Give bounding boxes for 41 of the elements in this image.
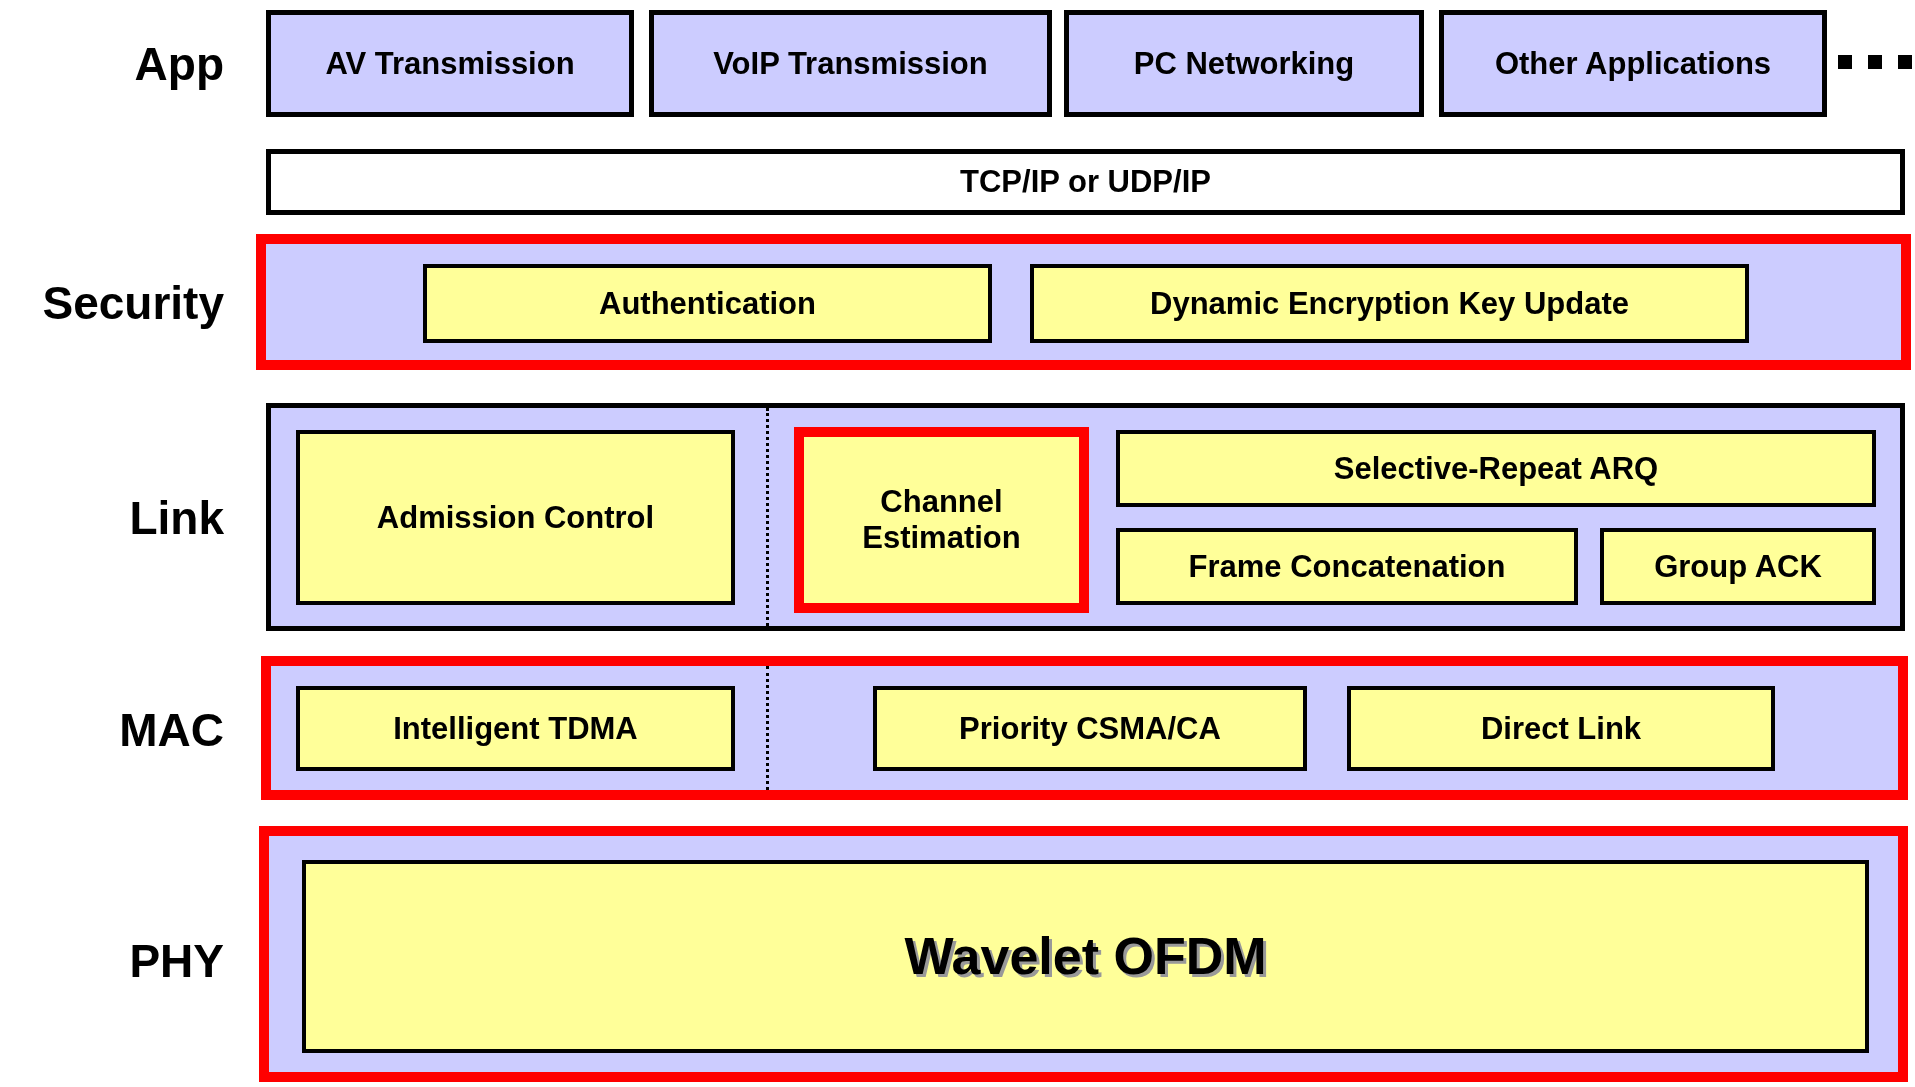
layer-label: MAC xyxy=(118,703,224,757)
application-box xyxy=(1439,10,1827,117)
function-box xyxy=(794,427,1089,613)
layer-band xyxy=(259,826,1908,1082)
box-label: Dynamic Encryption Key Update xyxy=(1150,285,1629,322)
box-label: TCP/IP or UDP/IP xyxy=(960,164,1211,200)
function-box xyxy=(1030,264,1749,343)
layer-band xyxy=(256,234,1911,370)
application-box xyxy=(1064,10,1424,117)
function-box xyxy=(1116,430,1876,507)
function-box xyxy=(1116,528,1578,605)
function-box xyxy=(1600,528,1876,605)
application-box xyxy=(266,10,634,117)
box-label: Priority CSMA/CA xyxy=(959,710,1221,747)
box-label: Direct Link xyxy=(1480,710,1642,747)
layer-band xyxy=(261,656,1908,800)
box-label: Channel Estimation xyxy=(861,484,1022,556)
layer-label: Link xyxy=(128,491,224,545)
box-label: Group ACK xyxy=(1654,548,1822,585)
layer-label: PHY xyxy=(128,934,224,988)
box-label: Intelligent TDMA xyxy=(393,710,638,747)
box-label: AV Transmission xyxy=(325,45,575,82)
box-label: Wavelet OFDM xyxy=(904,926,1267,987)
function-box xyxy=(423,264,992,343)
function-box xyxy=(302,860,1869,1053)
box-label: Frame Concatenation xyxy=(1188,548,1506,585)
function-box xyxy=(1347,686,1775,771)
layer-label: App xyxy=(133,37,224,91)
function-box xyxy=(296,686,735,771)
layer-band xyxy=(266,403,1905,631)
box-label: PC Networking xyxy=(1133,45,1355,82)
application-box xyxy=(649,10,1052,117)
function-box xyxy=(296,430,735,605)
function-box xyxy=(873,686,1307,771)
box-label: VoIP Transmission xyxy=(713,45,988,82)
box-label: Selective-Repeat ARQ xyxy=(1333,450,1659,487)
box-label: Other Applications xyxy=(1494,45,1772,82)
layer-label: Security xyxy=(41,276,224,330)
box-label: Authentication xyxy=(599,285,816,322)
box-label: Admission Control xyxy=(376,499,655,536)
protocol-bar xyxy=(266,149,1905,215)
